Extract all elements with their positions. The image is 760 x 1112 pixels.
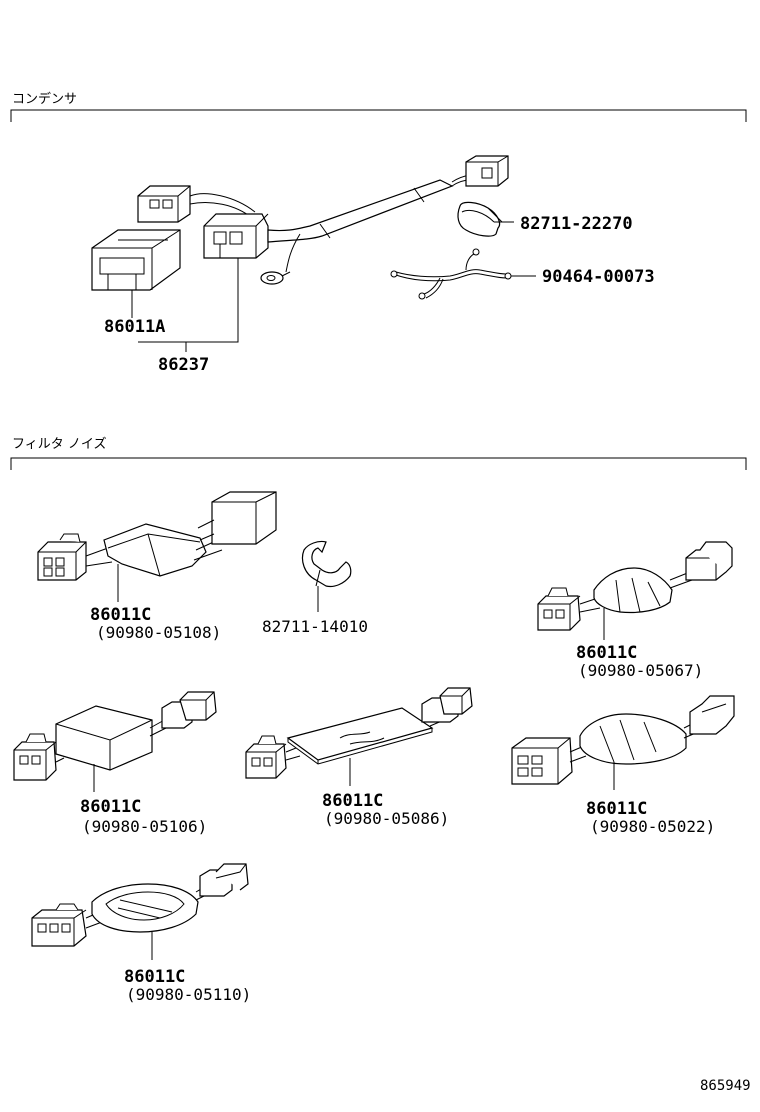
noise-filter-90980-05022 xyxy=(511,695,735,790)
section-title-condenser: コンデンサ xyxy=(12,91,77,107)
clip-82711-14010 xyxy=(301,540,352,612)
callout-filter-2-part: 86011C xyxy=(576,643,637,663)
callout-filter-3-part: 86011C xyxy=(80,797,141,817)
callout-filter-5-part: 86011C xyxy=(586,799,647,819)
noise-filter-90980-05110 xyxy=(31,863,249,960)
noise-filter-90980-05067 xyxy=(537,541,733,640)
harness-connector-86237 xyxy=(203,213,269,259)
callout-90464-00073: 90464-00073 xyxy=(542,267,655,287)
callout-filter-3-sub: (90980-05106) xyxy=(82,817,207,836)
noise-filter-90980-05108 xyxy=(37,491,277,602)
ring-terminal xyxy=(260,271,291,285)
leader-lines-condenser xyxy=(131,258,239,352)
section-bracket-condenser xyxy=(10,109,747,122)
callout-filter-6-part: 86011C xyxy=(124,967,185,987)
connector-housing-86011A xyxy=(91,229,181,291)
callout-82711-22270: 82711-22270 xyxy=(520,214,633,234)
callout-filter-5-sub: (90980-05022) xyxy=(590,817,715,836)
callout-filter-2-sub: (90980-05067) xyxy=(578,661,703,680)
noise-filter-90980-05086 xyxy=(245,687,473,786)
section-bracket-noise-filter xyxy=(10,457,747,470)
noise-filter-90980-05106 xyxy=(13,691,217,792)
band-clamp-82711-22270 xyxy=(457,201,514,237)
callout-filter-1-sub: (90980-05108) xyxy=(96,623,221,642)
callout-filter-1-part: 86011C xyxy=(90,605,151,625)
section-title-noise-filter: フィルタ ノイズ xyxy=(12,436,106,452)
callout-86237: 86237 xyxy=(158,355,209,375)
small-plug-right xyxy=(465,155,509,187)
callout-filter-6-sub: (90980-05110) xyxy=(126,985,251,1004)
wire-harness-90464-00073 xyxy=(390,248,536,300)
callout-filter-4-sub: (90980-05086) xyxy=(324,809,449,828)
callout-82711-14010: 82711-14010 xyxy=(262,617,368,636)
figure-number: 865949 xyxy=(700,1078,751,1094)
callout-86011A: 86011A xyxy=(104,317,165,337)
callout-filter-4-part: 86011C xyxy=(322,791,383,811)
condenser-cable xyxy=(267,174,471,273)
